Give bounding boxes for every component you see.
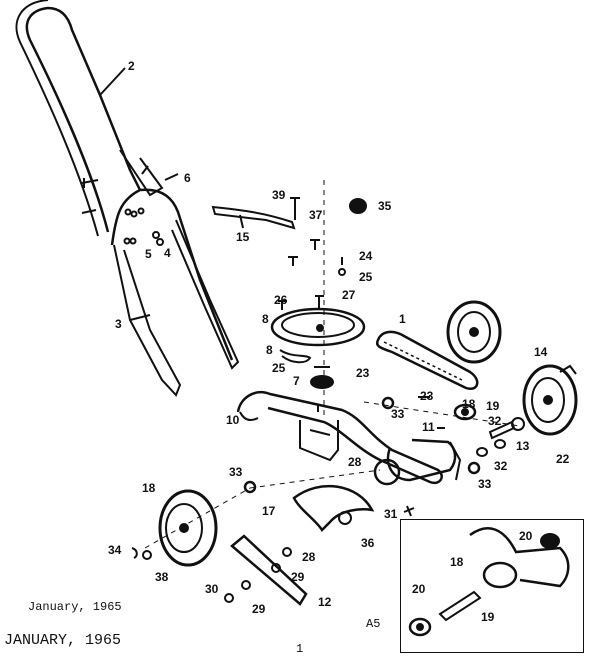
drive-belt-part	[375, 330, 479, 391]
knob-part	[349, 198, 367, 214]
callout-part-8-disc: 8	[262, 312, 269, 326]
pulley-disc-part	[270, 307, 366, 364]
callout-part-20-inset-left: 20	[412, 582, 426, 596]
rear-upper-wheel-part	[446, 300, 502, 364]
page-code: A5	[366, 617, 381, 631]
callout-part-26: 26	[274, 293, 288, 307]
callout-part-19-inset: 19	[481, 610, 495, 624]
callout-part-28-lower: 28	[302, 550, 316, 564]
callout-part-15: 15	[236, 230, 250, 244]
inset-detail-box	[400, 519, 584, 653]
mower-frame-part	[236, 391, 443, 485]
inset-detail-parts	[408, 527, 570, 637]
callout-part-3: 3	[115, 317, 122, 331]
callout-part-37: 37	[309, 208, 323, 222]
left-wheel-part	[158, 489, 218, 567]
callout-part-33-right: 33	[478, 477, 492, 491]
callout-part-24: 24	[359, 249, 373, 263]
handle-hardware	[81, 165, 179, 246]
hub-part	[310, 366, 334, 389]
callout-part-27: 27	[342, 288, 356, 302]
callout-part-29-lower: 29	[252, 602, 266, 616]
washers-and-fasteners	[131, 364, 577, 603]
callout-part-5: 5	[145, 247, 152, 261]
callout-part-39: 39	[272, 188, 286, 202]
callout-part-19: 19	[486, 399, 500, 413]
callout-part-31: 31	[384, 507, 398, 521]
callout-part-33-left: 33	[229, 465, 243, 479]
callout-part-33-upper: 33	[391, 407, 405, 421]
callout-part-28-right: 28	[348, 455, 362, 469]
callout-part-7: 7	[293, 374, 300, 388]
blade-guard-part	[292, 484, 375, 533]
blade-housing-part	[373, 438, 462, 486]
callout-part-25-lower: 25	[272, 361, 286, 375]
blade-part	[230, 534, 308, 606]
rear-lower-wheel-part	[522, 364, 578, 436]
callout-part-25-upper: 25	[359, 270, 373, 284]
footer-date: JANUARY, 1965	[4, 632, 122, 649]
callout-part-38: 38	[155, 570, 169, 584]
callout-part-17: 17	[262, 504, 276, 518]
callout-part-10: 10	[226, 413, 240, 427]
callout-part-6: 6	[184, 171, 191, 185]
callout-part-12: 12	[318, 595, 332, 609]
callout-part-18-left-wheel: 18	[142, 481, 156, 495]
callout-part-34: 34	[108, 543, 122, 557]
callout-part-11: 11	[422, 420, 435, 434]
lower-handle-part	[110, 188, 240, 397]
callout-part-8-lower: 8	[266, 343, 273, 357]
callout-part-2: 2	[128, 59, 135, 73]
callout-part-13: 13	[516, 439, 530, 453]
callout-part-18-housing: 18	[462, 397, 476, 411]
page-mark: 1	[296, 642, 304, 656]
callout-part-36: 36	[361, 536, 375, 550]
callout-part-29-upper: 29	[291, 570, 305, 584]
callout-part-35: 35	[378, 199, 392, 213]
callout-part-14: 14	[534, 345, 548, 359]
callout-part-32-lower: 32	[494, 459, 508, 473]
lever-bar-part	[211, 205, 296, 230]
callout-part-20-inset-top: 20	[519, 529, 533, 543]
date-caption: January, 1965	[28, 600, 122, 614]
callout-part-18-inset: 18	[450, 555, 464, 569]
shaft-parts	[363, 401, 525, 457]
callout-part-4: 4	[164, 246, 171, 260]
callout-part-22: 22	[556, 452, 570, 466]
callout-part-1: 1	[399, 312, 406, 326]
callout-part-23-right: 23	[420, 389, 434, 403]
callout-part-32-upper: 32	[488, 414, 502, 428]
callout-part-23-upper: 23	[356, 366, 370, 380]
upper-handle-part	[15, 0, 164, 237]
callout-part-30: 30	[205, 582, 219, 596]
